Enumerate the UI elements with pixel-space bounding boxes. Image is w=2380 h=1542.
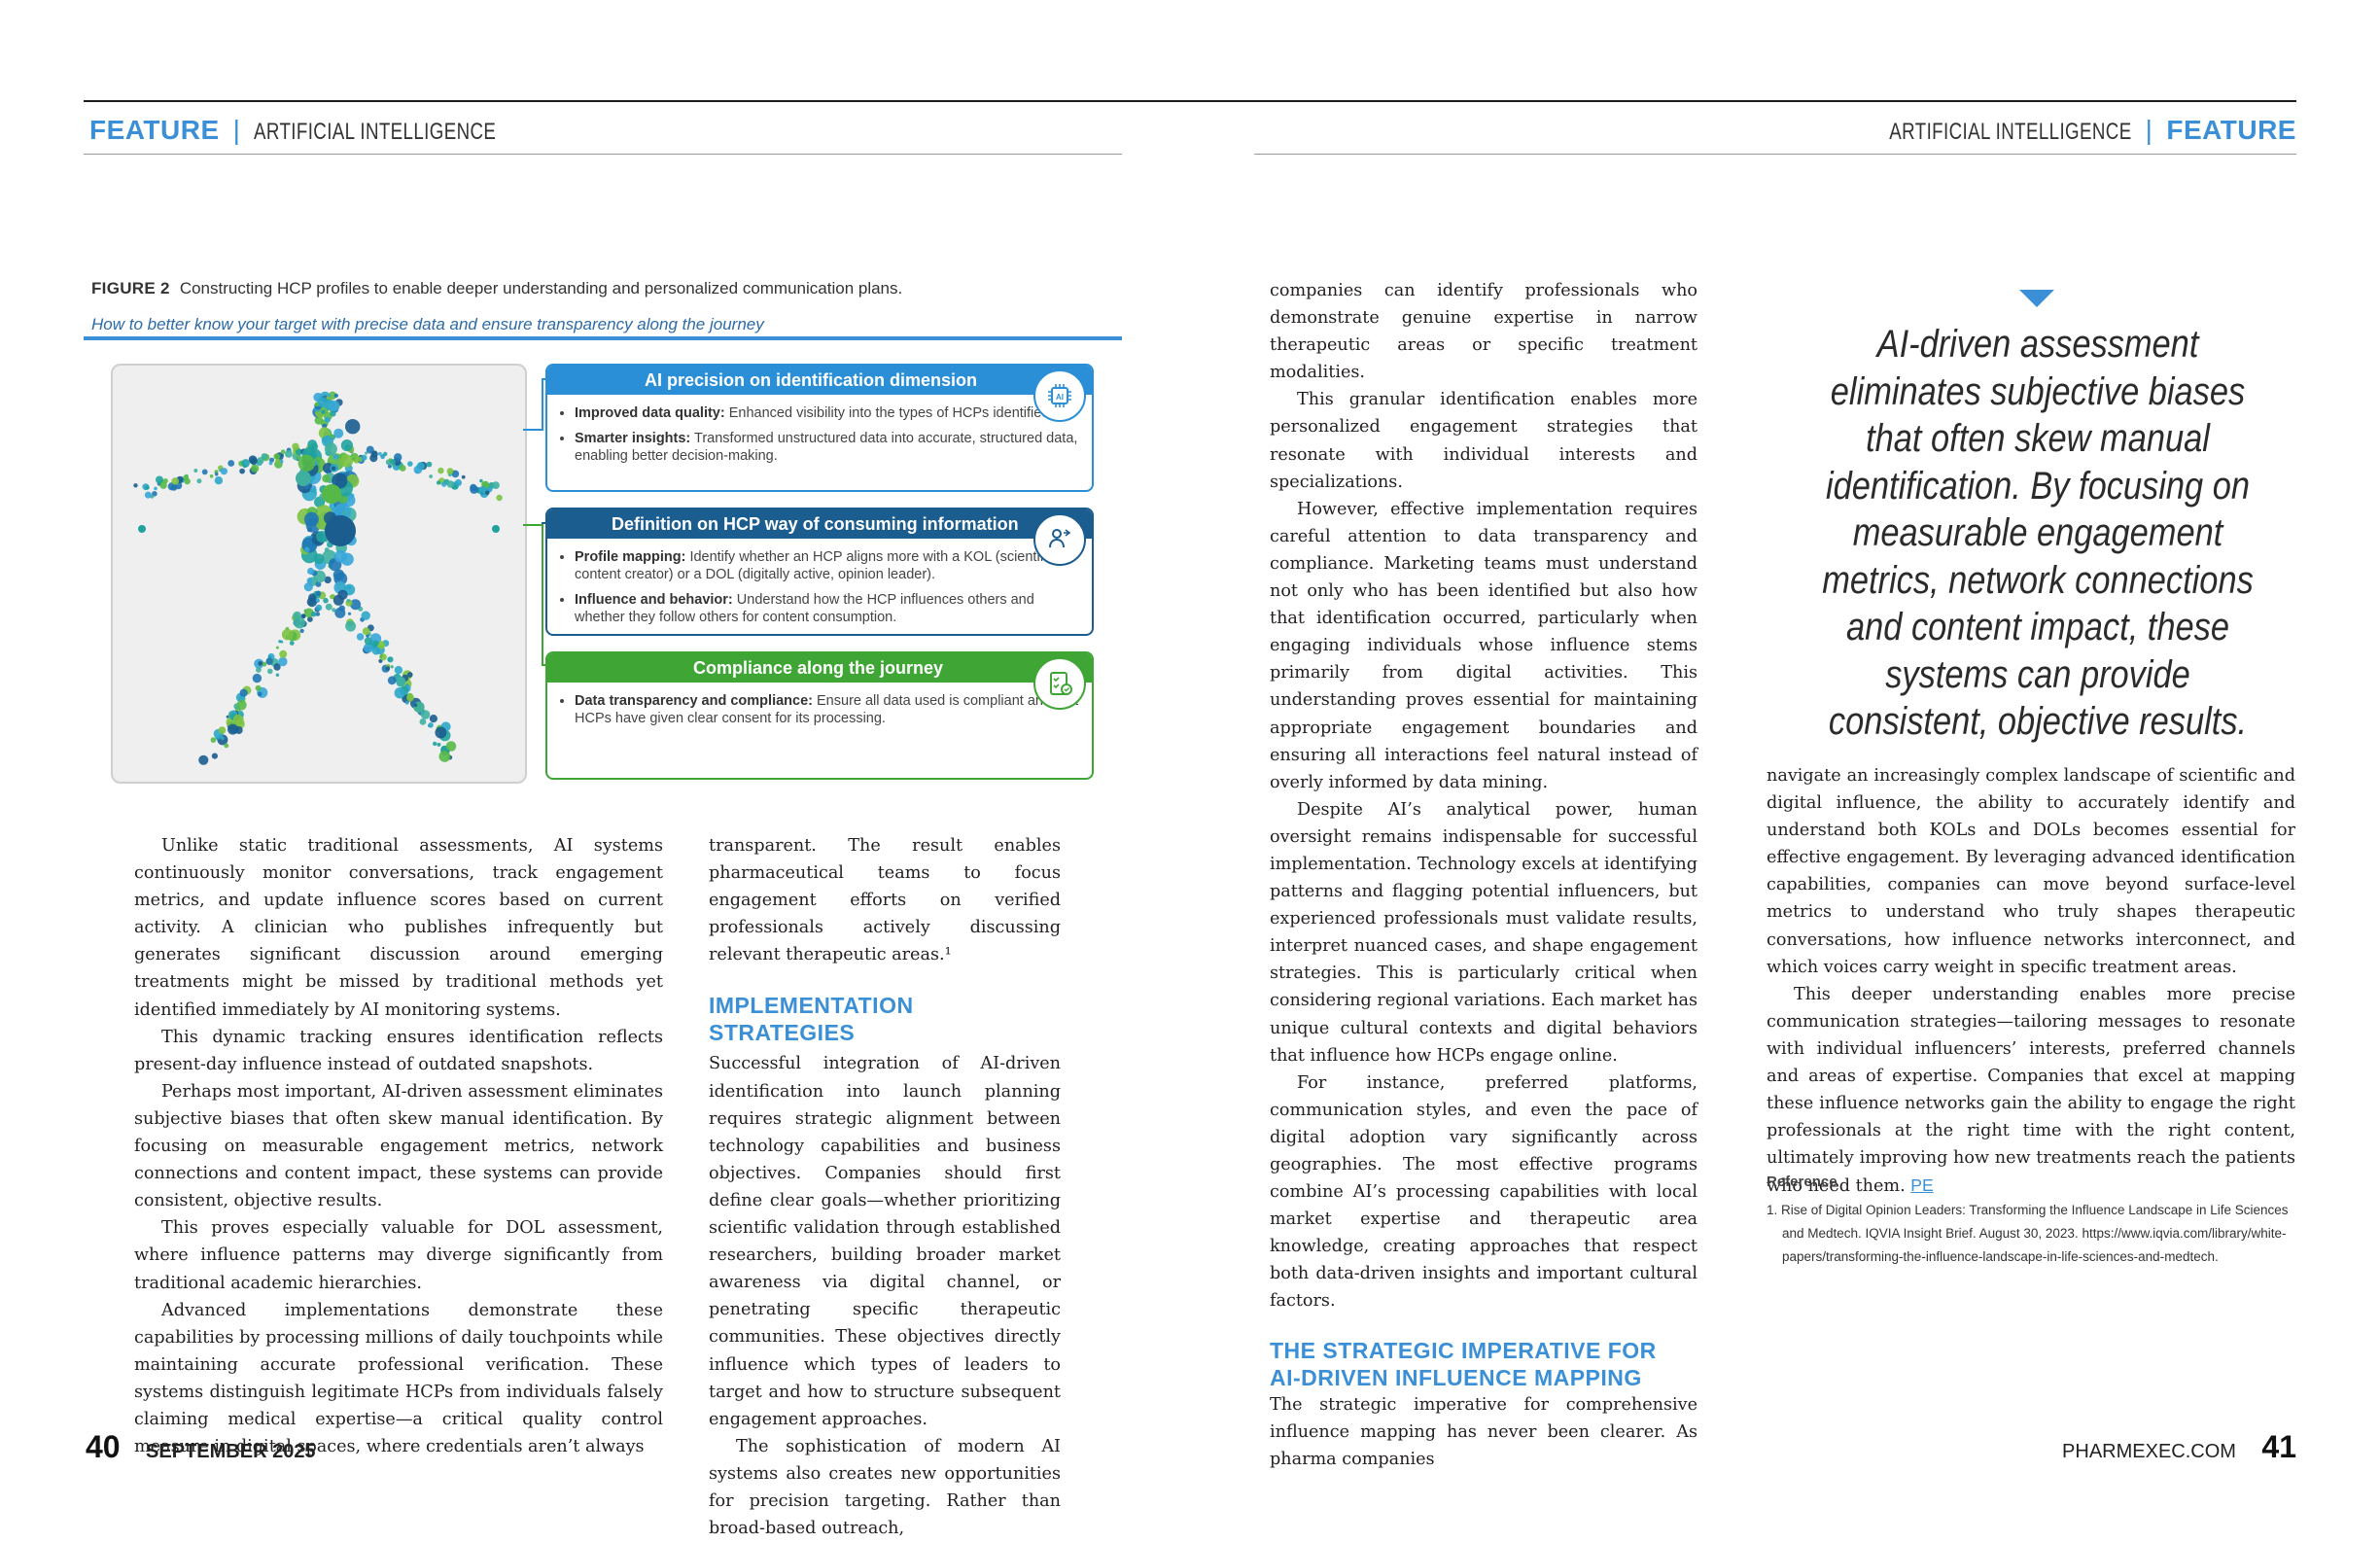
- card-item-term: Data transparency and compliance:: [575, 693, 813, 709]
- card-title: Compliance along the journey: [547, 653, 1092, 683]
- section-heading-line: AI-DRIVEN INFLUENCE MAPPING: [1270, 1364, 1642, 1390]
- card-hcp-consumption: Definition on HCP way of consuming infor…: [545, 508, 1094, 636]
- paragraph-text: This deeper understanding enables more p…: [1767, 984, 2295, 1197]
- card-list: Profile mapping: Identify whether an HCP…: [547, 548, 1092, 626]
- card-ai-precision: AI precision on identification dimension…: [545, 364, 1094, 492]
- card-list: Data transparency and compliance: Ensure…: [547, 692, 1092, 727]
- figure-caption: FIGURE 2 Constructing HCP profiles to ena…: [91, 279, 902, 298]
- card-item: Profile mapping: Identify whether an HCP…: [575, 548, 1080, 583]
- paragraph: Perhaps most important, AI-driven assess…: [134, 1081, 663, 1211]
- ai-chip-icon: AI: [1033, 369, 1086, 422]
- card-item-term: Improved data quality:: [575, 405, 725, 421]
- card-item-term: Profile mapping:: [575, 549, 686, 565]
- paragraph: Unlike static traditional assessments, A…: [134, 836, 663, 1020]
- reference-item: 1. Rise of Digital Opinion Leaders: Tran…: [1767, 1203, 2289, 1264]
- compliance-checklist-icon: [1033, 657, 1086, 710]
- header-left: FEATURE | ARTIFICIAL INTELLIGENCE: [89, 115, 565, 146]
- paragraph: transparent. The result enables pharmace…: [709, 836, 1061, 965]
- header-feature-label-right: FEATURE: [2166, 115, 2296, 145]
- paragraph: This dynamic tracking ensures identifica…: [134, 1027, 663, 1074]
- header-divider-right: |: [2145, 115, 2153, 145]
- card-compliance: Compliance along the journey Data transp…: [545, 651, 1094, 780]
- figure-rule: [84, 336, 1122, 340]
- card-item: Data transparency and compliance: Ensure…: [575, 692, 1080, 727]
- card-item-text: Enhanced visibility into the types of HC…: [728, 405, 1054, 421]
- page-number-right: 41: [2261, 1429, 2296, 1464]
- footer-right: PHARMEXEC.COM 41: [2062, 1429, 2296, 1465]
- card-list: Improved data quality: Enhanced visibili…: [547, 404, 1092, 465]
- header-rule-right: [1254, 154, 2296, 155]
- dotted-human-illustration: [133, 391, 503, 765]
- card-item: Influence and behavior: Understand how t…: [575, 591, 1080, 626]
- header-section-label-right: ARTIFICIAL INTELLIGENCE: [1889, 119, 2132, 145]
- header-divider: |: [232, 115, 241, 145]
- issue-date: SEPTEMBER 2025: [146, 1441, 316, 1462]
- reference-title: Reference: [1767, 1174, 1838, 1190]
- paragraph: This proves especially valuable for DOL …: [134, 1218, 663, 1293]
- section-heading: IMPLEMENTATION STRATEGIES: [709, 993, 914, 1046]
- paragraph: Advanced implementations demonstrate the…: [134, 1300, 663, 1457]
- figure-label: FIGURE 2: [91, 279, 170, 298]
- card-item-text: Ensure all data used is compliant and th…: [575, 693, 1079, 726]
- section-heading: THE STRATEGIC IMPERATIVE FOR AI-DRIVEN I…: [1270, 1337, 1698, 1391]
- paragraph: Despite AI’s analytical power, human ove…: [1270, 799, 1698, 1066]
- body-column-1: Unlike static traditional assessments, A…: [134, 832, 663, 1460]
- header-rule-left: [84, 154, 1122, 155]
- figure-caption-text: Constructing HCP profiles to enable deep…: [179, 279, 903, 298]
- pullquote: AI-driven assessment eliminates subjecti…: [1822, 323, 2254, 743]
- paragraph: For instance, preferred platforms, commu…: [1270, 1072, 1698, 1312]
- pullquote-marker: [2019, 290, 2054, 307]
- card-item-text: Transformed unstructured data into accur…: [575, 431, 1078, 464]
- card-item: Smarter insights: Transformed unstructur…: [575, 430, 1080, 465]
- paragraph: Successful integration of AI-driven iden…: [709, 1054, 1061, 1429]
- paragraph: However, effective implementation requir…: [1270, 499, 1698, 792]
- section-heading-line: THE STRATEGIC IMPERATIVE FOR: [1270, 1337, 1657, 1363]
- footer-left: 40 SEPTEMBER 2025: [86, 1429, 316, 1465]
- card-item-text: Understand how the HCP influences others…: [575, 592, 1034, 625]
- card-item-term: Smarter insights:: [575, 431, 691, 446]
- card-item-text: Identify whether an HCP aligns more with…: [575, 549, 1059, 582]
- body-column-2: transparent. The result enables pharmace…: [709, 832, 1061, 1542]
- paragraph: navigate an increasingly complex landsca…: [1767, 766, 2295, 977]
- figure-subtitle: How to better know your target with prec…: [91, 315, 764, 333]
- profile-hand-icon: [1033, 513, 1086, 566]
- header-right: ARTIFICIAL INTELLIGENCE | FEATURE: [1821, 115, 2296, 146]
- svg-text:AI: AI: [1056, 393, 1064, 402]
- paragraph: companies can identify professionals who…: [1270, 281, 1698, 383]
- site-url: PHARMEXEC.COM: [2062, 1441, 2236, 1462]
- body-column-4: navigate an increasingly complex landsca…: [1767, 762, 2295, 1201]
- paragraph: This deeper understanding enables more p…: [1767, 981, 2295, 1201]
- header-section-label: ARTIFICIAL INTELLIGENCE: [254, 119, 497, 145]
- body-column-3: companies can identify professionals who…: [1270, 277, 1698, 1473]
- header-feature-label: FEATURE: [89, 115, 220, 145]
- human-figure-panel: [111, 364, 527, 784]
- top-rule: [84, 100, 2296, 102]
- card-item: Improved data quality: Enhanced visibili…: [575, 404, 1080, 422]
- paragraph: This granular identification enables mor…: [1270, 390, 1698, 492]
- page-number-left: 40: [86, 1429, 121, 1464]
- paragraph: The strategic imperative for comprehensi…: [1270, 1394, 1698, 1469]
- card-item-term: Influence and behavior:: [575, 592, 733, 608]
- end-mark: PE: [1910, 1175, 1934, 1196]
- paragraph: The sophistication of modern AI systems …: [709, 1436, 1061, 1539]
- card-title: AI precision on identification dimension: [547, 366, 1092, 395]
- card-title: Definition on HCP way of consuming infor…: [547, 509, 1092, 539]
